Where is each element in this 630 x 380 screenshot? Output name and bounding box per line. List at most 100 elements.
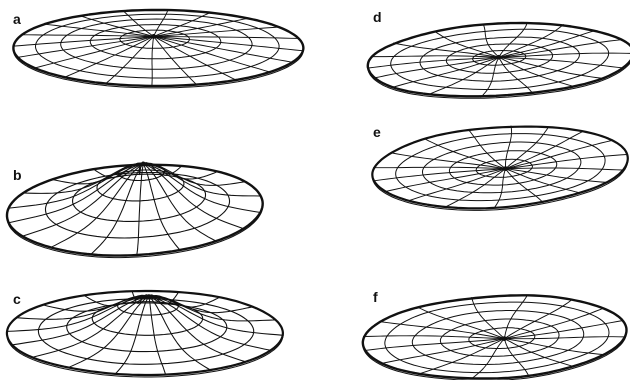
panel-c-center-point <box>146 294 152 299</box>
panel-c-spoke <box>148 296 247 363</box>
panel-b-spoke <box>142 163 245 230</box>
panel-a-rim-edge <box>12 49 304 89</box>
panel-f-surface <box>361 294 628 380</box>
panel-label-e: e <box>373 124 381 140</box>
panel-f-spoke <box>381 321 505 340</box>
panel-e-spoke <box>372 166 506 170</box>
panel-d-spoke <box>434 31 500 58</box>
panel-e-spoke <box>505 167 623 171</box>
panel-b-spoke <box>142 163 217 242</box>
panel-c-rim-edge <box>6 334 284 378</box>
panel-a-spoke <box>153 17 249 37</box>
panel-a-spoke <box>153 26 280 37</box>
panel-c-spoke <box>114 296 150 375</box>
panel-c-spoke <box>42 295 150 312</box>
panel-c-spoke <box>131 290 150 304</box>
panel-d-spoke <box>483 24 500 58</box>
panel-e-spoke <box>505 168 544 204</box>
panel-b-spoke <box>142 163 261 197</box>
panel-a-spoke <box>21 34 155 37</box>
panel-d-spoke <box>498 56 604 79</box>
panel-d-rim <box>366 21 630 98</box>
panel-b-rim <box>5 163 264 257</box>
panel-e-spoke <box>505 168 581 194</box>
panel-e-spoke <box>505 125 513 170</box>
panel-c-spoke <box>148 296 211 371</box>
panel-c-spoke <box>148 296 272 351</box>
panel-f-spoke <box>471 338 505 379</box>
panel-a-spoke <box>44 23 155 37</box>
panel-b-ring-3 <box>72 173 207 222</box>
panel-f-spoke <box>365 338 505 351</box>
panel-a-spoke <box>153 36 197 86</box>
panel-e-ring-3 <box>422 141 582 194</box>
panel-e-spoke <box>391 152 506 170</box>
panel-f-ring-3 <box>411 310 585 365</box>
panel-d-spoke <box>498 56 623 69</box>
panel-e-spoke <box>494 168 506 208</box>
panel-e-spoke <box>505 130 584 170</box>
panel-f-spoke <box>417 338 505 375</box>
panel-b-ring-4 <box>44 171 231 239</box>
panel-a-spoke <box>80 15 155 37</box>
panel-c-spoke <box>148 296 284 336</box>
panel-e-spoke <box>505 154 628 170</box>
panel-d-spoke <box>498 56 574 87</box>
panel-c-spoke <box>148 296 167 375</box>
panel-label-f: f <box>373 289 378 305</box>
panel-e-spoke <box>374 168 506 182</box>
panel-e-spoke <box>505 126 549 170</box>
panel-f-center-point <box>501 336 507 342</box>
panel-a-spoke <box>64 36 155 78</box>
panel-label-a: a <box>13 11 21 27</box>
panel-a-rim <box>12 8 305 88</box>
panel-a-ring-2 <box>89 24 222 60</box>
panel-label-c: c <box>13 291 21 307</box>
panel-e-spoke <box>505 168 608 183</box>
panel-c-surface <box>5 289 284 378</box>
panel-e-ring-2 <box>448 150 558 186</box>
panel-d-spoke <box>480 56 500 98</box>
panel-d-spoke <box>498 39 624 58</box>
panel-a-surface <box>12 8 305 89</box>
panel-d-spoke <box>393 42 500 58</box>
panel-c-spoke <box>83 294 150 307</box>
panel-a-spoke <box>153 36 271 73</box>
panel-e-surface <box>371 125 629 211</box>
panel-d-center-point <box>496 54 502 60</box>
panel-d-spoke <box>498 24 564 58</box>
panel-b-spoke <box>92 162 144 178</box>
panel-a-spoke <box>17 36 155 58</box>
panel-f-spoke <box>503 307 605 340</box>
panel-e-spoke <box>445 168 506 208</box>
panel-c-ring-4 <box>37 298 255 365</box>
panel-f-spoke <box>503 295 528 340</box>
panel-e-ring-4 <box>395 133 606 202</box>
panel-e-spoke <box>468 129 506 170</box>
panel-f-rim <box>361 294 628 380</box>
panel-a-center-point <box>151 34 157 39</box>
panel-f-spoke <box>503 336 626 340</box>
panel-c-spoke <box>67 296 150 369</box>
panel-b-spoke <box>21 163 144 237</box>
panel-f-spoke <box>503 320 623 340</box>
panel-d-spoke <box>373 56 500 79</box>
panel-f-spoke <box>417 306 505 340</box>
panel-a-spoke <box>12 36 155 47</box>
panel-d-spoke <box>430 56 500 95</box>
panel-a-ring-1 <box>119 29 190 49</box>
panel-f-rim-edge <box>362 331 627 380</box>
panel-b-rim-edge <box>6 204 264 259</box>
panel-f-spoke <box>362 335 505 340</box>
panel-f-spoke <box>471 297 505 340</box>
panel-b-spoke <box>142 163 181 251</box>
panel-d-spoke <box>498 56 534 94</box>
panel-d-spoke <box>367 56 500 69</box>
panel-a-spoke <box>153 36 237 81</box>
panel-d-surface <box>366 21 630 99</box>
panel-d-spoke <box>498 52 630 58</box>
panel-d-spoke <box>372 55 500 58</box>
panel-f-spoke <box>503 299 572 340</box>
panel-d-ring-2 <box>445 43 554 74</box>
panel-e-rim-edge <box>371 159 629 211</box>
